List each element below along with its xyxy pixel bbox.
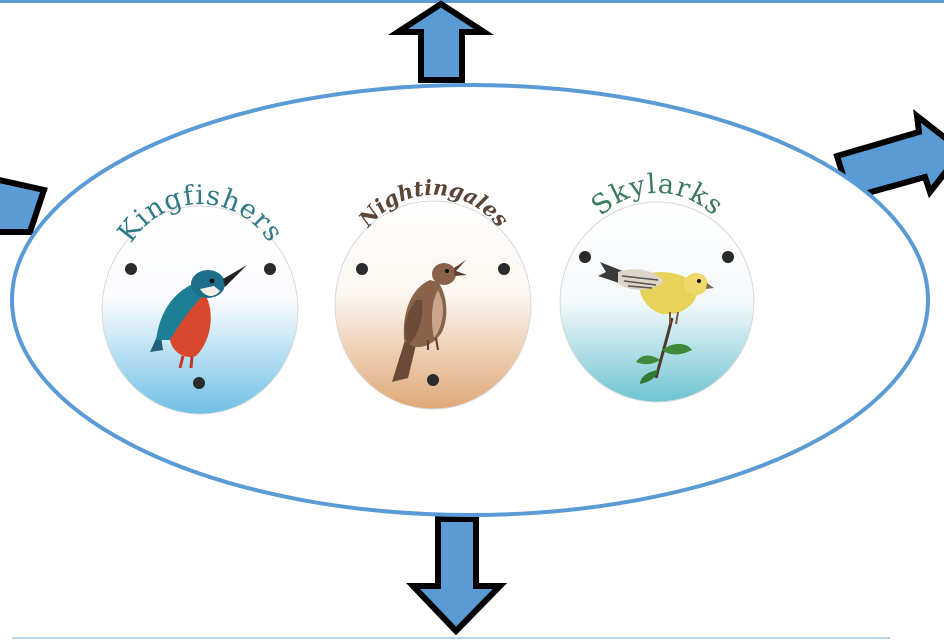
badge-hole: [193, 377, 205, 389]
badge-hole: [356, 263, 368, 275]
badge-hole: [579, 251, 591, 263]
left-arrow: [0, 177, 48, 235]
badge-hole: [722, 251, 734, 263]
down-arrow: [405, 516, 508, 636]
badge-hole: [427, 374, 439, 386]
badge-hole: [264, 263, 276, 275]
up-arrow: [387, 0, 495, 83]
badge-hole: [125, 263, 137, 275]
nightingale-bird: [392, 260, 467, 382]
skylark-bird: [598, 262, 714, 384]
kingfisher-bird: [150, 265, 247, 369]
badge-hole: [498, 263, 510, 275]
